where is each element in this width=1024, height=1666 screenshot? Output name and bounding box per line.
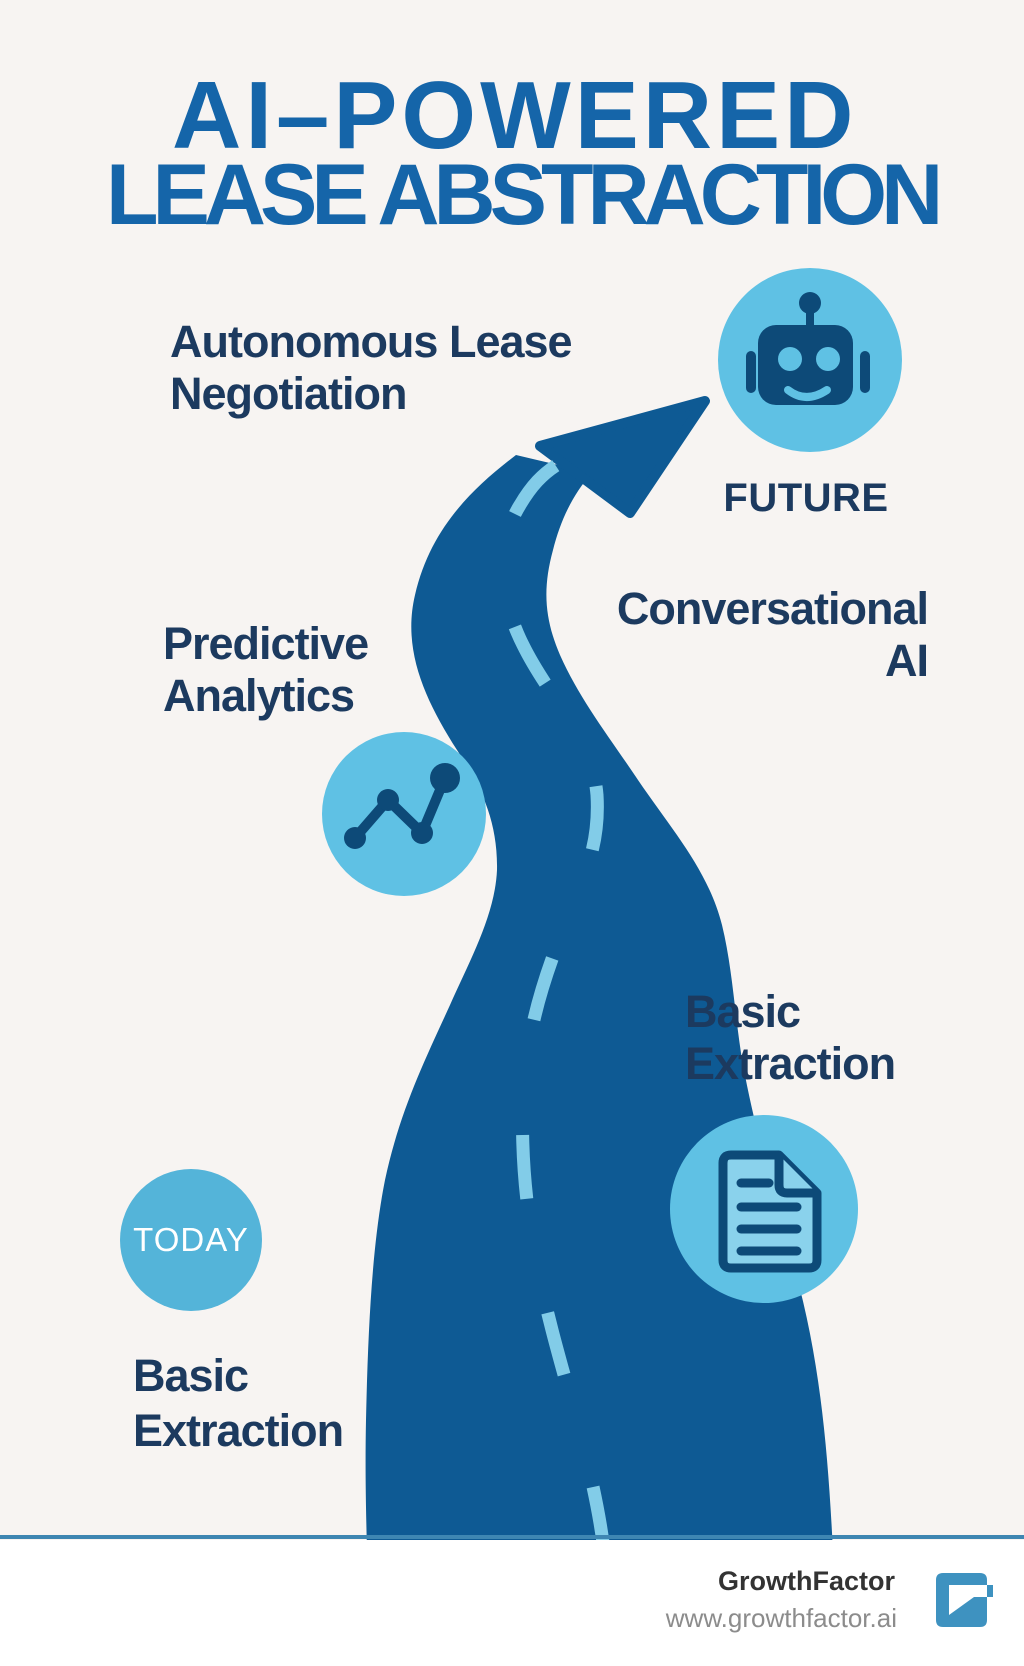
label-line: Basic xyxy=(133,1350,249,1401)
label-line: Basic xyxy=(685,986,801,1037)
page-title-line2: LEASE ABSTRACTION xyxy=(106,147,943,243)
document-icon xyxy=(670,1115,858,1303)
trend-line-chart-icon xyxy=(322,732,486,896)
footer-divider xyxy=(0,1535,1024,1539)
label-basic-extraction-start: Basic Extraction xyxy=(133,1348,344,1458)
robot-icon xyxy=(718,268,902,452)
today-label: TODAY xyxy=(133,1221,249,1258)
today-badge: TODAY xyxy=(120,1169,262,1311)
label-line: Extraction xyxy=(685,1038,896,1089)
footer-brand: GrowthFactor xyxy=(717,1566,895,1596)
page-title-line1: AI–POWERED xyxy=(172,62,858,169)
label-predictive-analytics: Predictive Analytics xyxy=(163,618,369,722)
label-line: Negotiation xyxy=(170,368,407,419)
label-line: Autonomous Lease xyxy=(170,316,573,367)
label-basic-extraction-mid: Basic Extraction xyxy=(685,986,896,1090)
road-center-dashes xyxy=(496,457,612,1559)
footer-website: www.growthfactor.ai xyxy=(665,1603,897,1633)
label-line: Analytics xyxy=(163,670,355,721)
label-line: Conversational xyxy=(616,583,929,634)
label-line: Predictive xyxy=(163,618,369,669)
label-line: AI xyxy=(885,635,929,686)
label-autonomous-lease-negotiation: Autonomous Lease Negotiation xyxy=(170,316,573,420)
footer xyxy=(0,1540,1024,1666)
label-conversational-ai: Conversational AI xyxy=(616,583,929,687)
growthfactor-g-logo xyxy=(936,1573,993,1627)
road-arrowhead-icon xyxy=(535,396,710,518)
label-line: Extraction xyxy=(133,1405,344,1456)
label-future: FUTURE xyxy=(723,476,889,520)
